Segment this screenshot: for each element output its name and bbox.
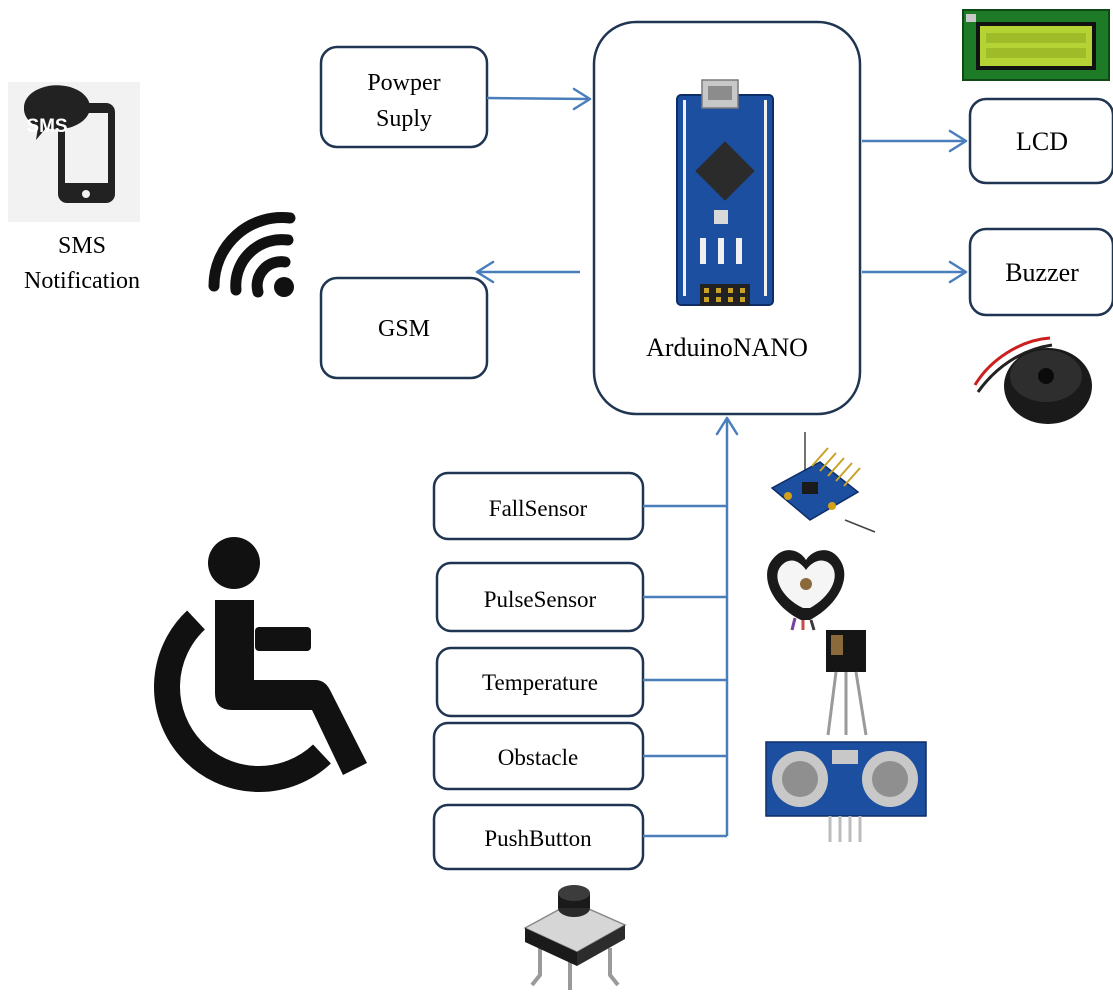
fall-sensor-box: FallSensor xyxy=(432,471,645,541)
gsm-box: GSM xyxy=(319,276,489,380)
buzzer-label: Buzzer xyxy=(1005,258,1079,287)
arduino-board-image xyxy=(676,79,774,306)
fall-sensor-label: FallSensor xyxy=(489,496,588,521)
pulse-sensor-box: PulseSensor xyxy=(435,561,645,633)
pushbutton-image xyxy=(523,885,627,990)
arrow-sensors-to-arduino xyxy=(715,416,739,436)
connector-power-to-arduino xyxy=(486,96,591,101)
wheelchair-icon xyxy=(154,537,367,792)
phone-sms-icon: SMS xyxy=(8,82,140,222)
obstacle-box: Obstacle xyxy=(432,721,645,791)
buzzer-box: Buzzer xyxy=(968,227,1113,317)
pulse-sensor-label: PulseSensor xyxy=(484,587,597,612)
sms-icon-text: SMS xyxy=(26,116,67,137)
arduino-nano-label: ArduinoNANO xyxy=(646,333,808,362)
wifi-signal-icon xyxy=(208,212,296,298)
power-supply-box: Powper Suply xyxy=(319,45,489,149)
temperature-box: Temperature xyxy=(435,646,645,718)
ultrasonic-sensor-image xyxy=(765,741,927,842)
power-supply-label-line2: Suply xyxy=(376,106,432,132)
lcd-image xyxy=(962,9,1110,81)
arrow-arduino-to-buzzer xyxy=(948,260,968,284)
arrow-arduino-to-lcd xyxy=(948,129,968,153)
buzzer-image xyxy=(973,336,1092,424)
lcd-label: LCD xyxy=(1016,127,1068,156)
arrow-arduino-to-gsm xyxy=(475,260,495,284)
arrow-power-to-arduino xyxy=(572,87,592,111)
pushbutton-box: PushButton xyxy=(432,803,645,871)
pulse-sensor-image xyxy=(767,550,845,631)
pushbutton-label: PushButton xyxy=(484,826,592,851)
gsm-label: GSM xyxy=(378,316,430,342)
temperature-sensor-image xyxy=(826,630,868,736)
accelerometer-image xyxy=(770,432,876,533)
lcd-box: LCD xyxy=(968,97,1113,185)
power-supply-label-line1: Powper xyxy=(367,70,440,96)
sms-label-line1: SMS xyxy=(58,233,106,259)
temperature-label: Temperature xyxy=(482,670,598,695)
obstacle-label: Obstacle xyxy=(498,745,578,770)
sms-label-line2: Notification xyxy=(24,268,140,294)
